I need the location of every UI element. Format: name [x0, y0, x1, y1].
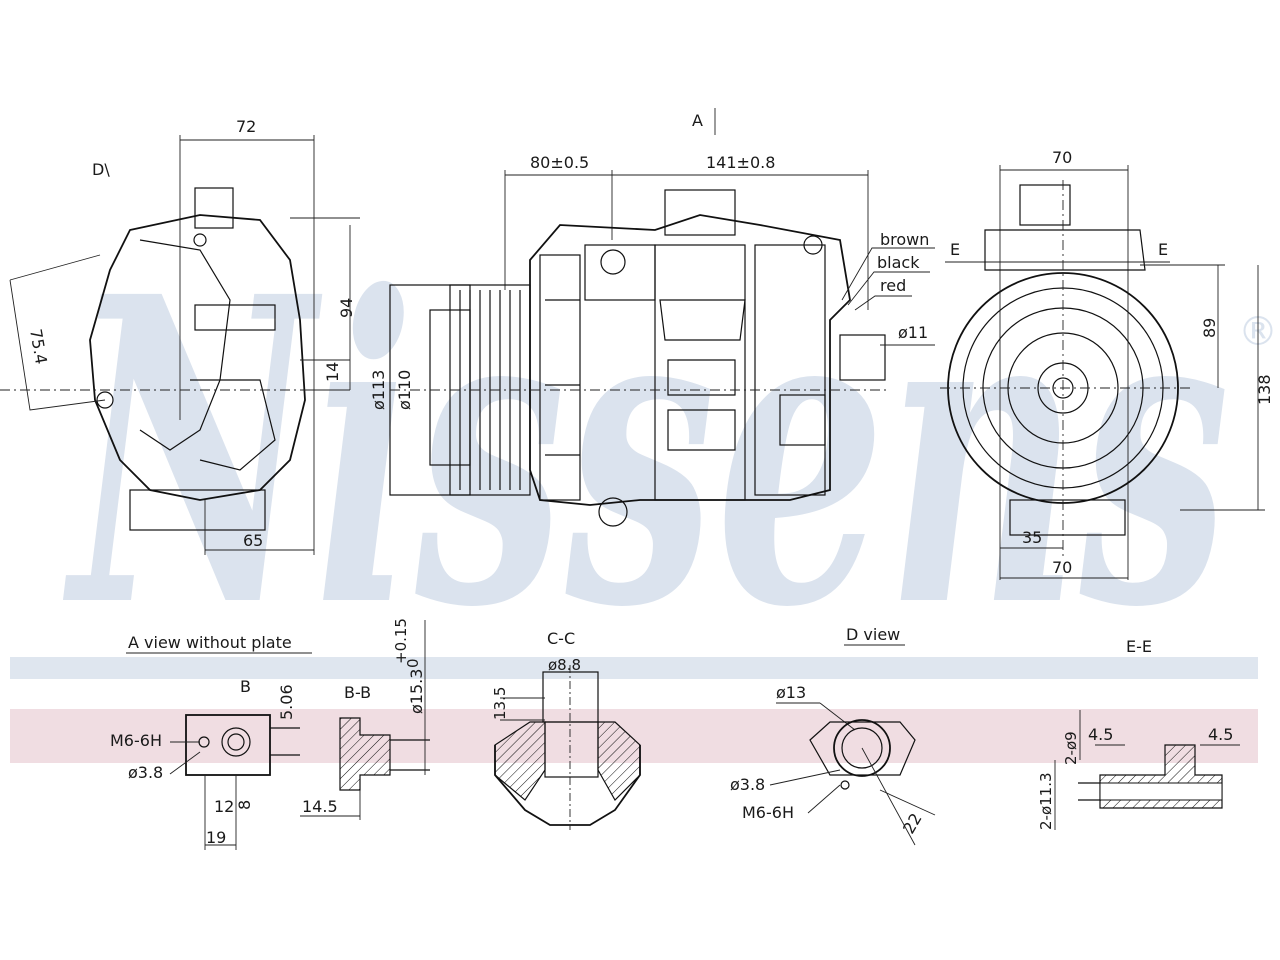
- dia-113: ø113: [369, 370, 388, 410]
- wire-red: red: [880, 276, 906, 295]
- detail-a-thread: M6-6H: [110, 731, 162, 750]
- detail-bb-dim-15-3: ø15.3: [407, 669, 426, 714]
- detail-d-dia-3-8: ø3.8: [730, 775, 765, 794]
- detail-a-dim-19: 19: [206, 828, 226, 847]
- view-front: 70 E E 89 138 35 70: [940, 148, 1274, 580]
- dim-72: 72: [236, 117, 256, 136]
- view-a-label: A: [692, 111, 703, 130]
- dim-94: 94: [337, 298, 356, 318]
- detail-cc: C-C ø8.8 13.5: [491, 629, 641, 830]
- dim-89: 89: [1200, 318, 1219, 338]
- detail-ee-dia-9: 2-ø9: [1062, 731, 1080, 765]
- detail-d-title: D view: [846, 625, 900, 644]
- wire-black: black: [877, 253, 920, 272]
- detail-cc-dim-13-5: 13.5: [491, 687, 509, 720]
- section-e-right: E: [1158, 240, 1168, 259]
- detail-a-dim-8: 8: [235, 800, 254, 810]
- dim-14: 14: [323, 362, 342, 382]
- detail-d-dia-13: ø13: [776, 683, 806, 702]
- detail-d-dim-22: 22: [899, 810, 926, 837]
- detail-ee-dim-4-5-left: 4.5: [1088, 725, 1113, 744]
- detail-d-thread: M6-6H: [742, 803, 794, 822]
- dim-75-4: 75.4: [26, 327, 51, 365]
- view-d-left: D\ 72 94 14 75.4 65: [0, 117, 360, 555]
- watermark-text: Nissens: [62, 207, 1230, 700]
- detail-ee-dim-4-5-right: 4.5: [1208, 725, 1233, 744]
- detail-bb: B-B ø15.3 +0.15 0 14.5: [300, 618, 430, 820]
- view-d-label: D\: [92, 160, 110, 179]
- detail-a-title: A view without plate: [128, 633, 292, 652]
- detail-cc-dim-top: ø8.8: [548, 656, 581, 674]
- detail-cc-title: C-C: [547, 629, 575, 648]
- section-e-left: E: [950, 240, 960, 259]
- dim-65: 65: [243, 531, 263, 550]
- dim-138: 138: [1255, 374, 1274, 405]
- detail-bb-tol: +0.15: [392, 618, 410, 664]
- wire-brown: brown: [880, 230, 929, 249]
- dim-70-bottom: 70: [1052, 558, 1072, 577]
- detail-a-view: A view without plate B 5.06 M6-6H ø3.8 1…: [110, 633, 312, 850]
- view-side: A 80±0.5 141±0.8 ø113 ø110: [369, 108, 935, 527]
- detail-ee-title: E-E: [1126, 637, 1152, 656]
- port-dia-11: ø11: [898, 323, 928, 342]
- detail-a-dia-3-8: ø3.8: [128, 763, 163, 782]
- detail-bb-dim-14-5: 14.5: [302, 797, 338, 816]
- dim-70-top: 70: [1052, 148, 1072, 167]
- detail-bb-tol2: 0: [404, 658, 422, 668]
- detail-a-label-b: B: [240, 677, 251, 696]
- stripe-blue: [10, 657, 1258, 679]
- detail-a-dim-5-06: 5.06: [277, 684, 296, 720]
- dim-80: 80±0.5: [530, 153, 589, 172]
- dim-141: 141±0.8: [706, 153, 775, 172]
- dim-35: 35: [1022, 528, 1042, 547]
- detail-a-dim-12: 12: [214, 797, 234, 816]
- detail-ee: E-E 4.5 4.5 2-ø9 2-ø11.3: [1037, 637, 1240, 830]
- watermark: Nissens ®: [10, 207, 1278, 763]
- detail-bb-title: B-B: [344, 683, 371, 702]
- detail-ee-dia-11-3: 2-ø11.3: [1037, 772, 1055, 830]
